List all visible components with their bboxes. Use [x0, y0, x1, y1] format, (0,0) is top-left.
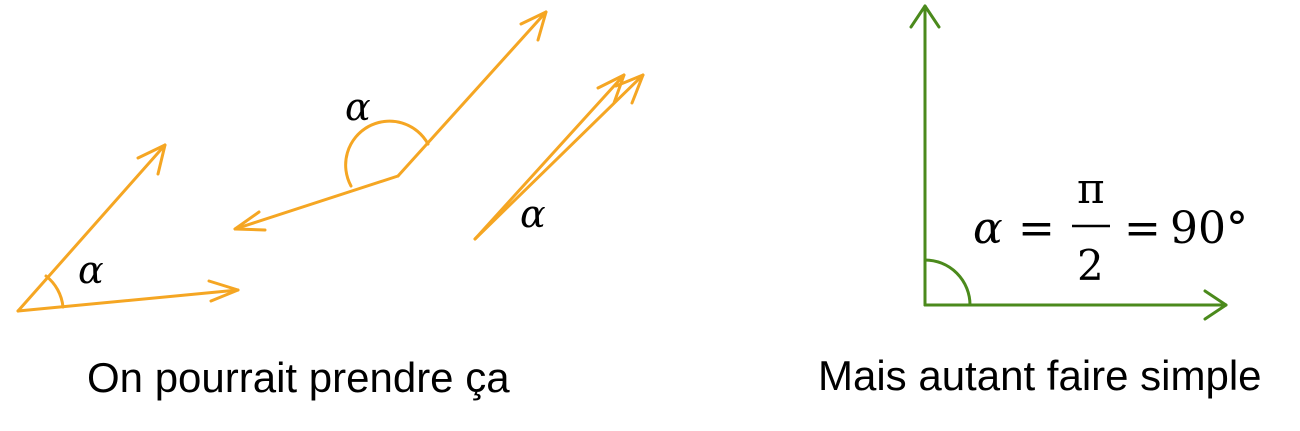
caption-right: Mais autant faire simple — [818, 352, 1262, 399]
vector-up-right — [16, 143, 167, 313]
caption-left: On pourrait prendre ça — [87, 354, 510, 401]
angle-arc-obtuse — [344, 119, 430, 188]
formula-right-angle: α = π 2 = 90° — [973, 164, 1248, 290]
arrowhead-narrow-1 — [596, 73, 626, 105]
vector-up-right-long — [396, 10, 548, 178]
formula-equals-1: = — [1018, 203, 1055, 254]
formula-two: 2 — [1077, 241, 1104, 290]
angle-arc-right — [923, 258, 972, 307]
arrowhead-up — [909, 4, 941, 29]
alpha-label-obtuse: α — [345, 85, 371, 129]
arrowhead-left — [233, 210, 267, 232]
vector-narrow-2 — [473, 73, 645, 241]
vector-narrow-1 — [473, 73, 626, 241]
vector-right — [16, 288, 240, 313]
formula-equals-2: = — [1124, 203, 1161, 254]
arrowhead-up-right-long — [519, 10, 548, 42]
example-obtuse-angle — [233, 10, 548, 232]
formula-ninety-degrees: 90° — [1170, 203, 1248, 254]
vector-left — [233, 174, 400, 231]
alpha-label-small: α — [520, 192, 546, 236]
example-small-angle — [473, 73, 645, 241]
alpha-label-acute: α — [78, 248, 104, 292]
angle-arc-acute — [44, 274, 65, 309]
example-right-angle — [909, 4, 1228, 321]
arrowhead-right-green — [1203, 289, 1228, 321]
example-acute-angle — [16, 143, 240, 313]
formula-pi: π — [1077, 164, 1105, 213]
arrowhead-up-right — [136, 143, 167, 176]
formula-alpha: α — [973, 203, 1003, 254]
arrowhead-right — [207, 279, 240, 303]
arrowhead-narrow-2 — [614, 73, 645, 105]
